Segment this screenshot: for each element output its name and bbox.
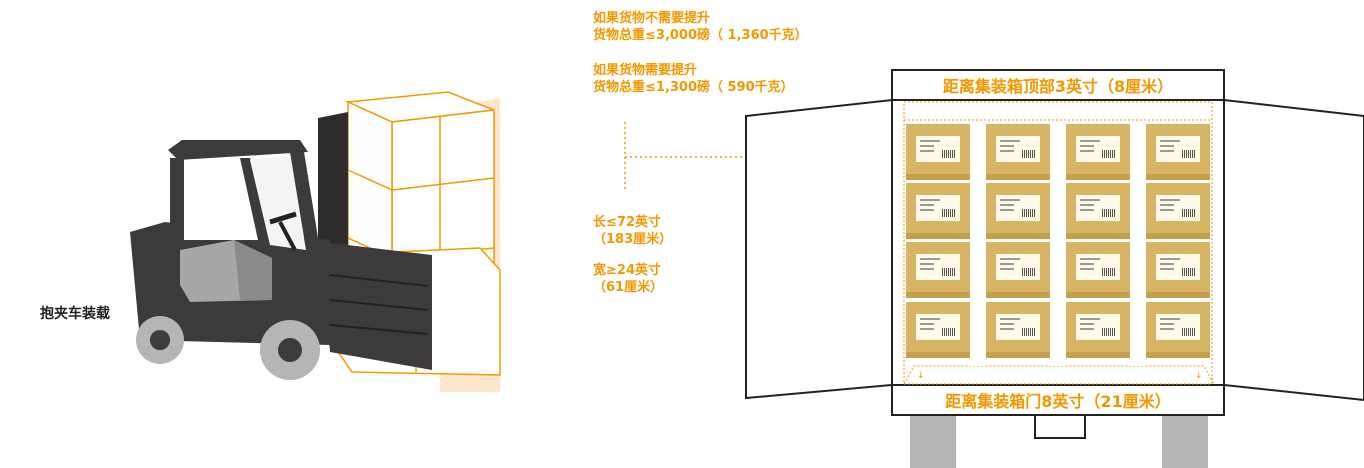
box-gap [970, 122, 986, 366]
container-illustration: ↓ ↓ 距离集装箱顶部3英寸（8厘米） 距离集装箱门8英寸（21厘米） [745, 69, 1364, 468]
cargo-box [1066, 242, 1130, 298]
length-line1: 长≤72英寸 [593, 215, 661, 230]
width-line1: 宽≥24英寸 [593, 263, 661, 278]
no-lift-line2: 货物总重≤3,000磅（ 1,360千克） [593, 28, 808, 43]
cargo-box [906, 242, 970, 298]
cargo-box [1146, 124, 1210, 180]
cargo-box [906, 302, 970, 358]
cargo-box [1146, 242, 1210, 298]
lift-line1: 如果货物需要提升 [593, 63, 698, 78]
no-lift-line1: 如果货物不需要提升 [593, 11, 711, 26]
width-line2: （61厘米） [593, 280, 664, 295]
svg-text:↓: ↓ [1195, 371, 1203, 381]
width-note: 宽≥24英寸 （61厘米） [593, 262, 663, 296]
no-lift-note: 如果货物不需要提升 货物总重≤3,000磅（ 1,360千克） [593, 10, 808, 44]
lift-note: 如果货物需要提升 货物总重≤1,300磅（ 590千克） [593, 62, 794, 96]
cargo-boxes [906, 122, 1210, 366]
length-line2: （183厘米） [593, 232, 673, 247]
door-clearance-label: 距离集装箱门8英寸（21厘米） [945, 392, 1170, 411]
clamp-truck-loading-label: 抱夹车装载 [40, 306, 110, 322]
container-foot-left [910, 412, 956, 468]
cargo-box [986, 242, 1050, 298]
cargo-box [986, 302, 1050, 358]
cargo-box [986, 183, 1050, 239]
top-clearance-label: 距离集装箱顶部3英寸（8厘米） [943, 77, 1173, 96]
cargo-box [1066, 302, 1130, 358]
container-foot-right [1162, 412, 1208, 468]
svg-text:↓: ↓ [917, 371, 925, 381]
forklift-illustration [130, 91, 501, 392]
lift-line2: 货物总重≤1,300磅（ 590千克） [593, 80, 794, 95]
cargo-box [906, 183, 970, 239]
cargo-box [1146, 302, 1210, 358]
length-note: 长≤72英寸 （183厘米） [593, 214, 672, 248]
cargo-box [906, 124, 970, 180]
cargo-box [1066, 124, 1130, 180]
cargo-box [1146, 183, 1210, 239]
cargo-box [986, 124, 1050, 180]
cargo-box [1066, 183, 1130, 239]
box-gap [1130, 122, 1146, 366]
box-gap [1050, 122, 1066, 366]
